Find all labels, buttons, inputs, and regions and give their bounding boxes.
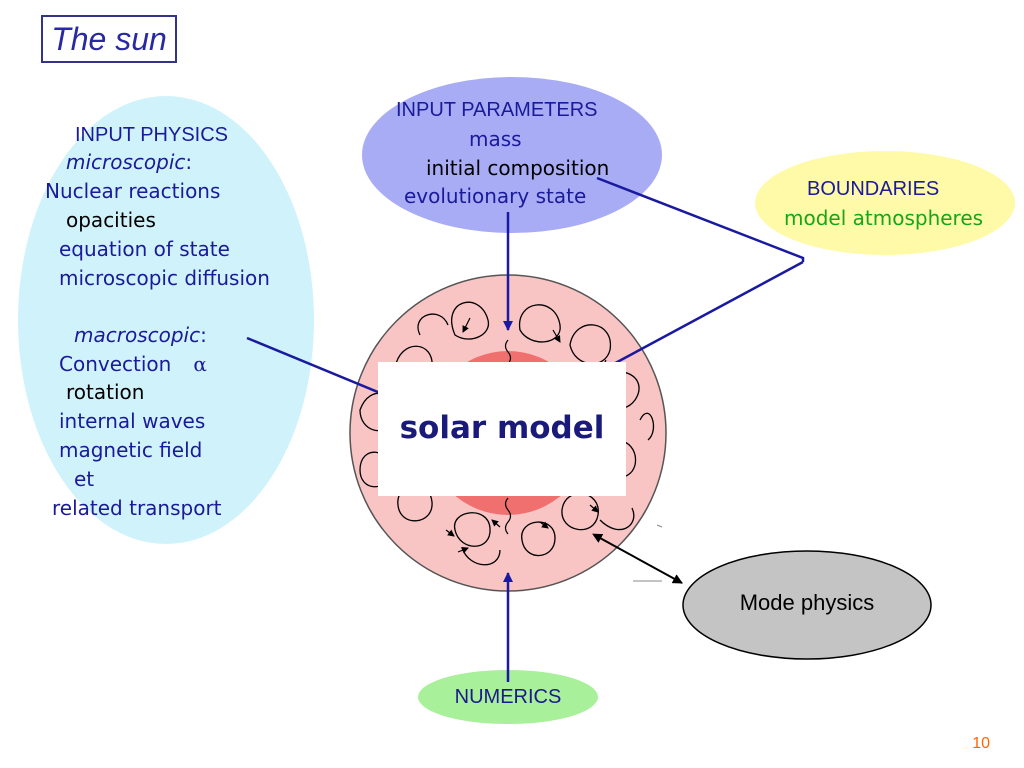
item-opacities: opacities [66,208,156,232]
mode-physics-bubble [682,550,932,660]
input-physics-bubble [18,96,314,544]
boundaries-bubble [755,151,1015,255]
microscopic-label: microscopic: [66,148,192,177]
input-physics-heading: INPUT PHYSICS [75,124,228,146]
slide-title: The sun [51,20,167,57]
item-rotation: rotation [66,380,145,404]
boundaries-model-atmospheres: model atmospheres [784,206,984,230]
item-microscopic-diffusion: microscopic diffusion [59,266,270,290]
item-et: et [74,467,95,491]
input-parameters-bubble [362,77,662,233]
item-equation-of-state: equation of state [59,237,230,261]
param-evolutionary-state: evolutionary state [404,184,587,208]
microscopic-text: microscopic [66,150,186,174]
arrow-boundaries-connector [596,176,805,262]
macroscopic-text: macroscopic [74,323,201,347]
solar-model-box [378,362,626,496]
item-internal-waves: internal waves [59,409,206,433]
item-convection: Convection α [59,350,207,379]
param-mass: mass [469,127,522,151]
numerics-bubble [418,670,598,724]
boundaries-heading: BOUNDARIES [807,178,940,200]
item-nuclear-reactions: Nuclear reactions [45,179,221,203]
arrow-physics-to-model [246,336,403,404]
item-related-transport: related transport [52,496,222,520]
numerics-label: NUMERICS [454,686,562,708]
param-initial-composition: initial composition [426,156,610,180]
alpha-symbol: α [193,352,207,376]
arrow-model-mode-physics [592,533,683,584]
input-parameters-heading: INPUT PARAMETERS [396,99,598,121]
microscopic-colon: : [185,150,193,174]
macroscopic-colon: : [200,323,207,347]
macroscopic-label: macroscopic: [74,321,207,350]
mode-physics-label: Mode physics [739,590,875,615]
page-number: 10 [972,735,990,752]
slide-title-box: The sun [41,15,177,63]
solar-model-label: solar model [399,410,605,446]
convection-text: Convection [59,352,172,376]
item-magnetic-field: magnetic field [59,438,203,462]
